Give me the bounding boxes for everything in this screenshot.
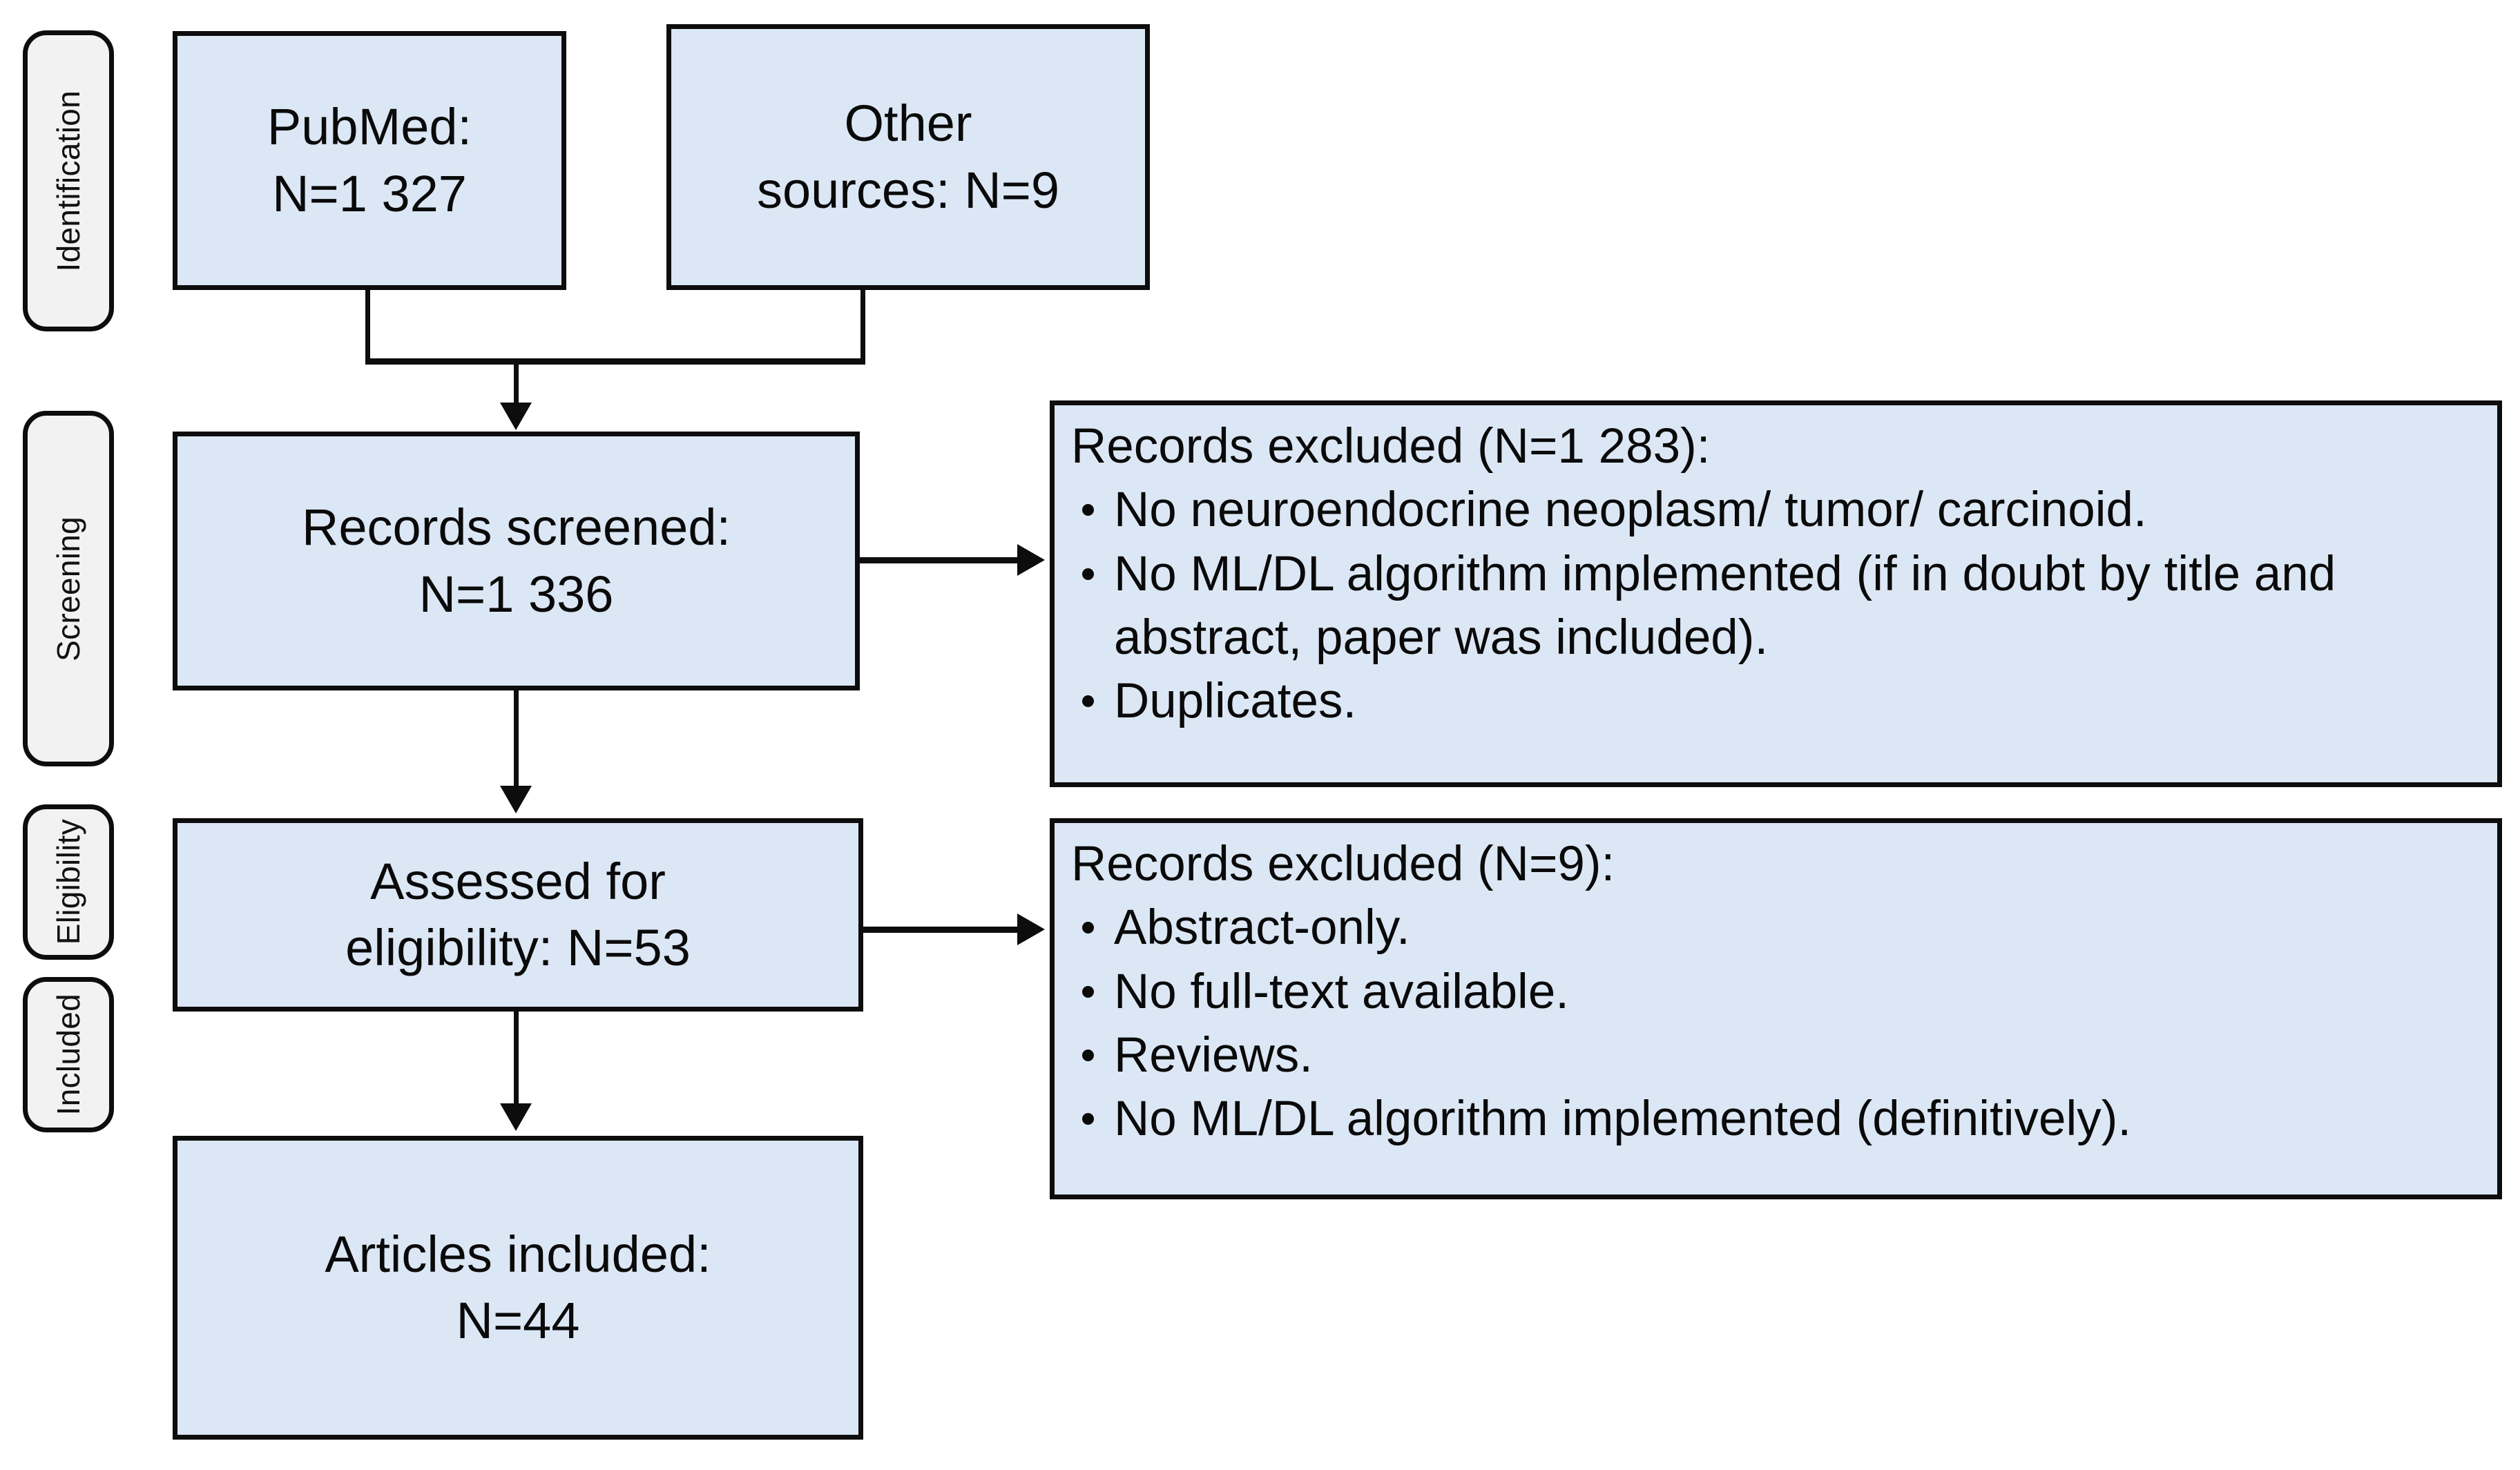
list-item-text: Duplicates. bbox=[1114, 674, 1357, 729]
excluded-eligibility-list: Abstract-only. No full-text available. R… bbox=[1071, 896, 2483, 1151]
excluded-eligibility-title: Records excluded (N=9): bbox=[1071, 837, 1615, 891]
list-item-text: Reviews. bbox=[1114, 1027, 1314, 1083]
list-item-text: Abstract-only. bbox=[1114, 900, 1410, 956]
list-item-text: No ML/DL algorithm implemented (definiti… bbox=[1114, 1092, 2132, 1147]
arrow-to-excluded-eligibility bbox=[1017, 913, 1045, 945]
box-assessed-line2: eligibility: N=53 bbox=[345, 919, 691, 976]
box-pubmed-line2: N=1 327 bbox=[272, 164, 467, 222]
arrow-to-records-screened bbox=[500, 403, 532, 430]
connector-screened-to-assessed bbox=[514, 690, 519, 787]
stage-tab-included: Included bbox=[23, 977, 114, 1132]
box-included-line2: N=44 bbox=[456, 1292, 580, 1349]
list-item-text: No full-text available. bbox=[1114, 964, 1570, 1019]
stage-tab-included-label: Included bbox=[50, 994, 86, 1116]
box-other-sources: Other sources: N=9 bbox=[666, 24, 1150, 290]
bullet-icon bbox=[1082, 1049, 1094, 1061]
connector-assessed-to-included bbox=[514, 1012, 519, 1105]
box-included-line1: Articles included: bbox=[325, 1225, 711, 1283]
stage-tab-screening: Screening bbox=[23, 411, 114, 766]
list-item-text: No ML/DL algorithm implemented (if in do… bbox=[1114, 546, 2336, 665]
excluded-screening-list: No neuroendocrine neoplasm/ tumor/ carci… bbox=[1071, 478, 2483, 733]
stage-tab-screening-label: Screening bbox=[50, 516, 86, 661]
connector-other-sources-down bbox=[860, 290, 865, 362]
box-pubmed-records: PubMed: N=1 327 bbox=[173, 31, 566, 290]
box-other-sources-line1: Other bbox=[844, 95, 972, 153]
box-other-sources-line2: sources: N=9 bbox=[756, 161, 1060, 219]
connector-pubmed-down bbox=[365, 290, 370, 362]
box-records-screened-line2: N=1 336 bbox=[419, 565, 614, 623]
list-item: Reviews. bbox=[1071, 1024, 2483, 1087]
excluded-screening-title: Records excluded (N=1 283): bbox=[1071, 419, 1711, 474]
arrow-to-excluded-screening bbox=[1017, 544, 1045, 576]
box-assessed-line1: Assessed for bbox=[370, 852, 666, 910]
list-item: No neuroendocrine neoplasm/ tumor/ carci… bbox=[1071, 478, 2483, 542]
bullet-icon bbox=[1082, 504, 1094, 516]
stage-tab-identification-label: Identification bbox=[50, 90, 86, 272]
box-assessed-for-eligibility: Assessed for eligibility: N=53 bbox=[173, 818, 863, 1012]
list-item: No ML/DL algorithm implemented (definiti… bbox=[1071, 1087, 2483, 1151]
box-excluded-eligibility: Records excluded (N=9): Abstract-only. N… bbox=[1050, 818, 2502, 1199]
bullet-icon bbox=[1082, 568, 1094, 580]
stage-tab-eligibility: Eligibility bbox=[23, 804, 114, 960]
list-item: No ML/DL algorithm implemented (if in do… bbox=[1071, 543, 2483, 670]
stage-tab-eligibility-label: Eligibility bbox=[50, 819, 86, 945]
bullet-icon bbox=[1082, 985, 1094, 998]
connector-screened-to-excluded bbox=[860, 557, 1019, 563]
bullet-icon bbox=[1082, 1113, 1094, 1125]
connector-assessed-to-excluded bbox=[863, 927, 1019, 933]
box-articles-included: Articles included: N=44 bbox=[173, 1136, 863, 1440]
stage-tab-identification: Identification bbox=[23, 30, 114, 331]
box-pubmed-line1: PubMed: bbox=[267, 98, 472, 156]
connector-merge-stem bbox=[514, 362, 519, 404]
box-records-screened-line1: Records screened: bbox=[301, 499, 731, 557]
list-item: Abstract-only. bbox=[1071, 896, 2483, 960]
box-records-screened: Records screened: N=1 336 bbox=[173, 432, 860, 690]
connector-merge-bar bbox=[365, 358, 865, 365]
list-item: Duplicates. bbox=[1071, 670, 2483, 733]
box-excluded-screening: Records excluded (N=1 283): No neuroendo… bbox=[1050, 400, 2502, 787]
arrow-to-included bbox=[500, 1103, 532, 1131]
bullet-icon bbox=[1082, 695, 1094, 708]
bullet-icon bbox=[1082, 922, 1094, 934]
list-item-text: No neuroendocrine neoplasm/ tumor/ carci… bbox=[1114, 483, 2147, 538]
list-item: No full-text available. bbox=[1071, 960, 2483, 1024]
arrow-to-assessed bbox=[500, 786, 532, 813]
